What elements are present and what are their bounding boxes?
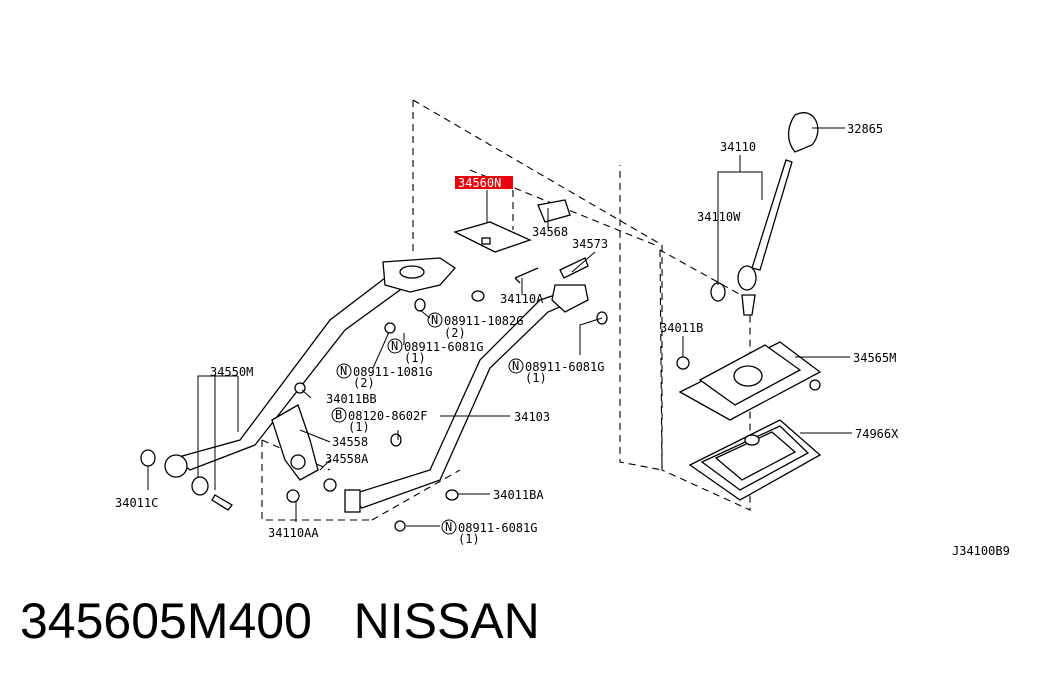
callout-34011bb: 34011BB [326,392,377,406]
svg-text:N: N [391,339,398,353]
callout-34573: 34573 [572,237,608,251]
part-caption: 345605M400 NISSAN [20,596,540,646]
control-rod-34103 [344,284,608,513]
callout-34011c: 34011C [115,496,158,510]
callout-08911-6081g-a: N 08911-6081G (1) [387,338,483,365]
svg-text:N: N [431,313,438,327]
svg-text:N: N [340,364,347,378]
shift-rod-34550m [140,257,456,511]
callout-08911-1081g: N 08911-1081G (2) [336,363,432,390]
svg-text:(2): (2) [444,326,466,340]
callout-34011ba: 34011BA [493,488,544,502]
svg-text:B: B [335,408,342,422]
callout-34568: 34568 [532,225,568,239]
svg-text:N: N [512,359,519,373]
svg-text:08911-1081G: 08911-1081G [353,365,432,379]
callout-34550m: 34550M [210,365,253,379]
highlight-box-34560n [455,176,513,189]
plate-34560n [384,199,589,532]
brand-name: NISSAN [353,593,540,649]
shift-lever-assembly [676,112,822,501]
svg-text:(2): (2) [353,376,375,390]
callout-34011b: 34011B [660,321,703,335]
callout-34558a: 34558A [325,452,369,466]
bracket-34558 [271,382,337,503]
callout-74966x: 74966X [855,427,899,441]
callout-34110w: 34110W [697,210,741,224]
callout-34103: 34103 [514,410,550,424]
callout-08911-6081g-b: N 08911-6081G (1) [508,358,604,385]
svg-text:08911-1082G: 08911-1082G [444,314,523,328]
svg-text:(1): (1) [404,351,426,365]
callout-34558: 34558 [332,435,368,449]
callout-08911-6081g-c: N 08911-6081G (1) [441,519,537,546]
callout-34110a: 34110A [500,292,544,306]
callout-34565m: 34565M [853,351,896,365]
svg-text:08911-6081G: 08911-6081G [458,521,537,535]
svg-text:(1): (1) [458,532,480,546]
callout-08120-8602f: B 08120-8602F (1) [331,407,427,434]
callout-34110aa: 34110AA [268,526,319,540]
svg-text:08911-6081G: 08911-6081G [404,340,483,354]
parts-diagram: 34560N 34568 34573 34110A N 08911-1082G … [115,99,1010,558]
svg-text:N: N [445,520,452,534]
svg-text:(1): (1) [348,420,370,434]
svg-text:08911-6081G: 08911-6081G [525,360,604,374]
callout-34560n: 34560N [458,176,501,190]
callout-32865: 32865 [847,122,883,136]
diagram-code: J34100B9 [952,544,1010,558]
svg-text:08120-8602F: 08120-8602F [348,409,427,423]
callout-08911-1082g: N 08911-1082G (2) [427,312,523,340]
svg-text:(1): (1) [525,371,547,385]
part-number: 345605M400 [20,593,312,649]
callout-34110: 34110 [720,140,756,154]
leader-lines [147,127,852,527]
